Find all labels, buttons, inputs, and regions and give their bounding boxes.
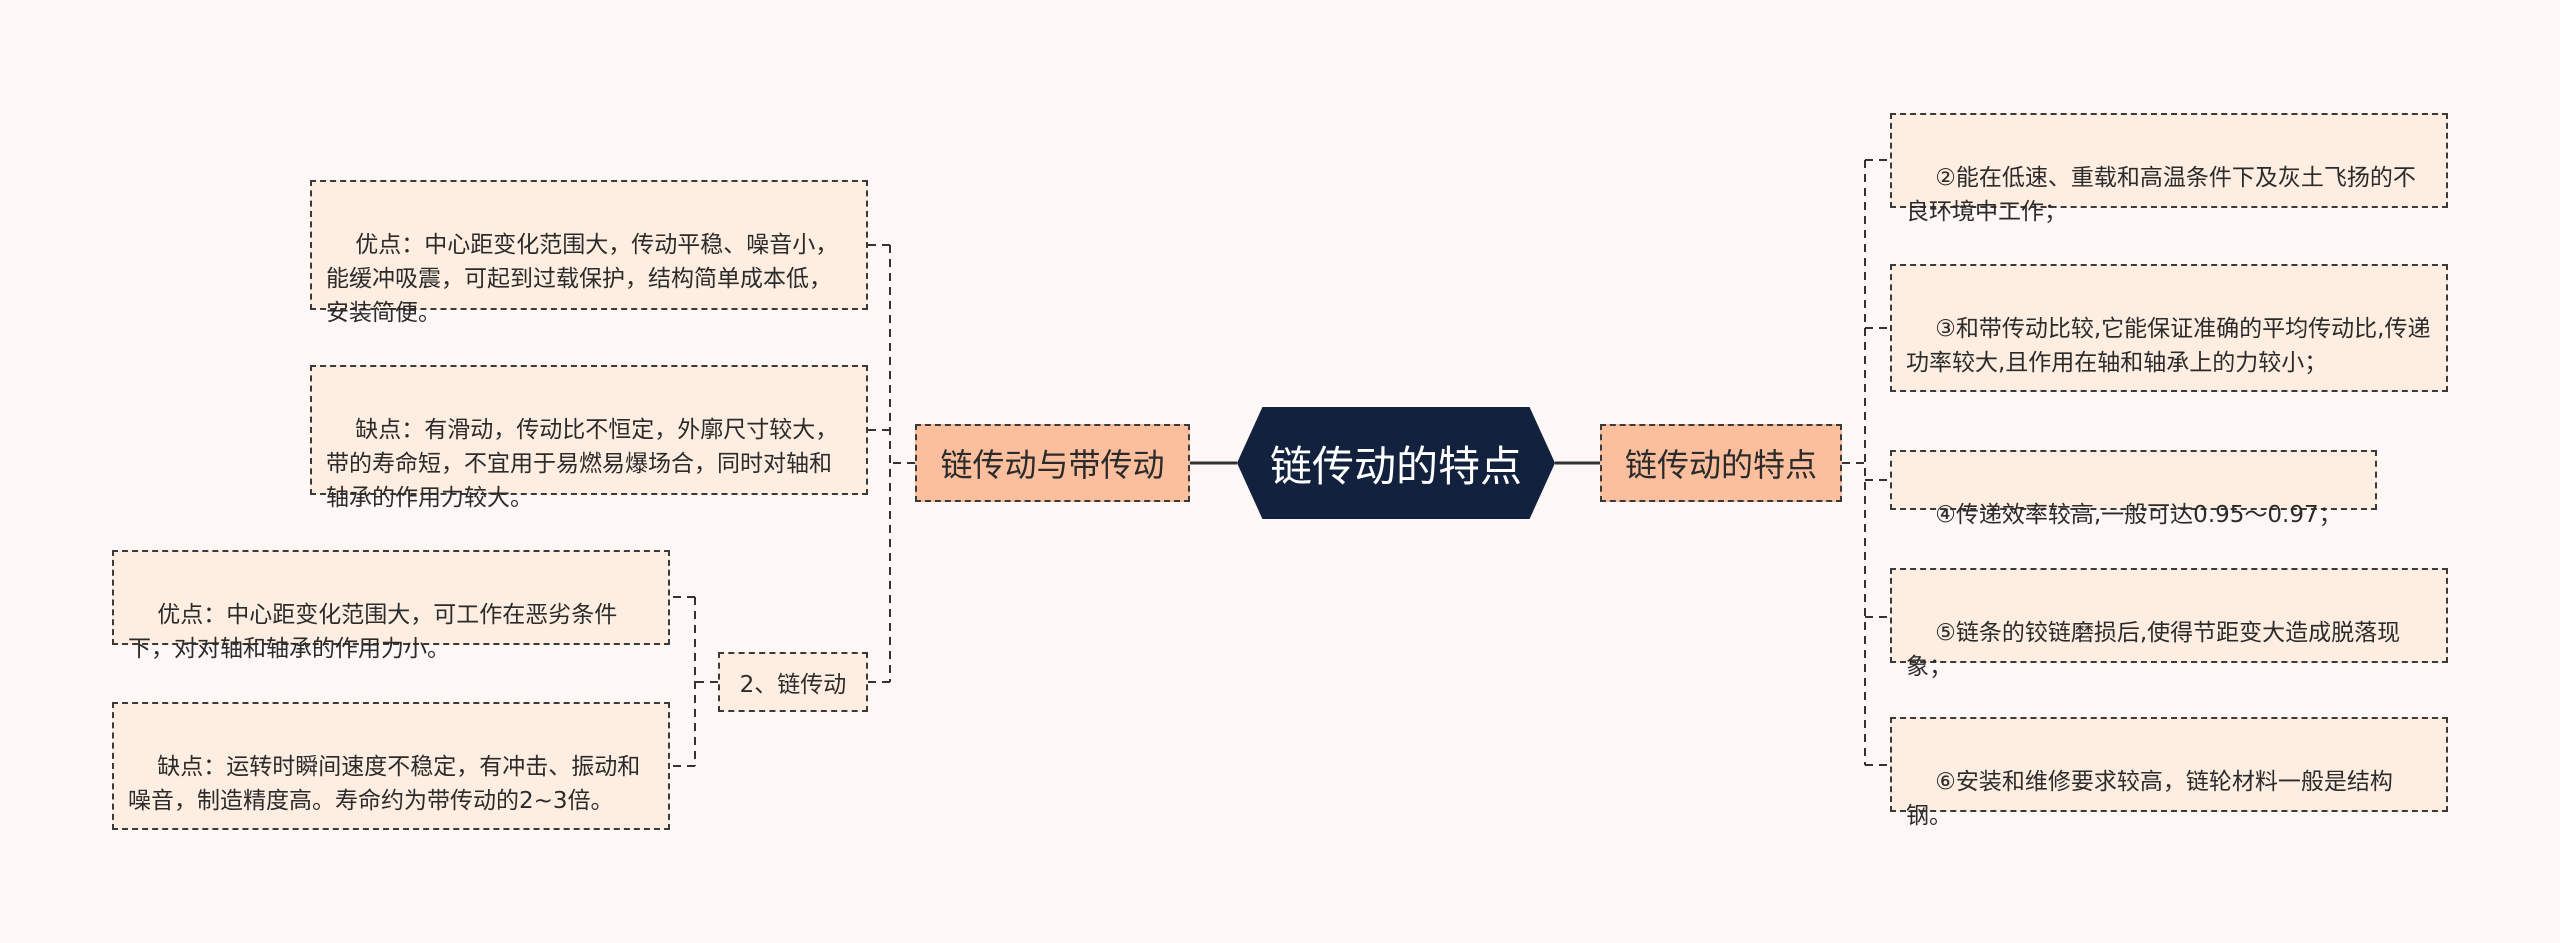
root-node[interactable]: 链传动的特点 — [1237, 407, 1555, 519]
branch-chain-vs-belt-label: 链传动与带传动 — [940, 446, 1165, 484]
leaf-feature-6[interactable]: ⑥安装和维修要求较高，链轮材料一般是结构钢。 — [1890, 717, 2448, 829]
leaf-belt-advantage-text: 优点：中心距变化范围大，传动平稳、噪音小，能缓冲吸震，可起到过载保护，结构简单成… — [326, 232, 839, 326]
leaf-chain-advantage-text: 优点：中心距变化范围大，可工作在恶劣条件下，对对轴和轴承的作用力小。 — [128, 602, 618, 662]
leaf-belt-advantage[interactable]: 优点：中心距变化范围大，传动平稳、噪音小，能缓冲吸震，可起到过载保护，结构简单成… — [310, 180, 868, 326]
branch-chain-features[interactable]: 链传动的特点 — [1600, 424, 1842, 502]
branch-chain-vs-belt[interactable]: 链传动与带传动 — [915, 424, 1190, 502]
root-label: 链传动的特点 — [1269, 441, 1522, 491]
leaf-feature-2-text: ②能在低速、重载和高温条件下及灰土飞扬的不良环境中工作； — [1906, 165, 2416, 225]
leaf-feature-6-text: ⑥安装和维修要求较高，链轮材料一般是结构钢。 — [1906, 769, 2393, 829]
leaf-feature-3-text: ③和带传动比较,它能保证准确的平均传动比,传递功率较大,且作用在轴和轴承上的力较… — [1906, 316, 2431, 376]
branch-chain-features-label: 链传动的特点 — [1624, 446, 1817, 484]
leaf-chain-disadvantage-text: 缺点：运转时瞬间速度不稳定，有冲击、振动和噪音，制造精度高。寿命约为带传动的2~… — [128, 754, 641, 814]
leaf-belt-disadvantage-text: 缺点：有滑动，传动比不恒定，外廓尺寸较大，带的寿命短，不宜用于易燃易爆场合，同时… — [326, 417, 839, 511]
leaf-feature-5[interactable]: ⑤链条的铰链磨损后,使得节距变大造成脱落现象； — [1890, 568, 2448, 680]
leaf-feature-4[interactable]: ④传递效率较高,一般可达0.95～0.97； — [1890, 450, 2377, 528]
leaf-feature-2[interactable]: ②能在低速、重载和高温条件下及灰土飞扬的不良环境中工作； — [1890, 113, 2448, 225]
leaf-chain-disadvantage[interactable]: 缺点：运转时瞬间速度不稳定，有冲击、振动和噪音，制造精度高。寿命约为带传动的2~… — [112, 702, 670, 830]
leaf-feature-5-text: ⑤链条的铰链磨损后,使得节距变大造成脱落现象； — [1906, 620, 2401, 680]
leaf-belt-disadvantage[interactable]: 缺点：有滑动，传动比不恒定，外廓尺寸较大，带的寿命短，不宜用于易燃易爆场合，同时… — [310, 365, 868, 511]
sub-chain-drive-label: 2、链传动 — [739, 672, 847, 698]
leaf-feature-4-text: ④传递效率较高,一般可达0.95～0.97； — [1935, 502, 2342, 528]
sub-chain-drive[interactable]: 2、链传动 — [718, 652, 868, 712]
leaf-feature-3[interactable]: ③和带传动比较,它能保证准确的平均传动比,传递功率较大,且作用在轴和轴承上的力较… — [1890, 264, 2448, 392]
leaf-chain-advantage[interactable]: 优点：中心距变化范围大，可工作在恶劣条件下，对对轴和轴承的作用力小。 — [112, 550, 670, 662]
